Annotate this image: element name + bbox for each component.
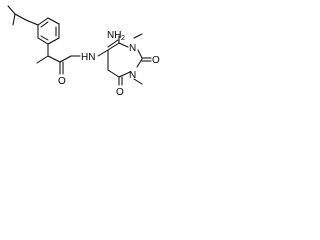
bond [40,35,49,41]
propanamide-chain [36,43,81,75]
bond [107,69,120,78]
pyrimidine-ring [97,33,152,86]
bond [12,13,16,26]
bond [36,55,49,64]
carbonyl-o-ring-bottom-label: O [116,87,124,98]
carbonyl-o-amide-label: O [58,76,66,87]
bond [137,49,143,59]
carbonyl-o-ring-right-label: O [152,55,160,66]
benzene-ring [37,17,60,45]
isobutyl-group [7,5,39,26]
bond [7,5,16,15]
atom-labels: NH 2 HN N N O O O [58,30,160,98]
amine-subscript: 2 [121,35,125,42]
bond [107,42,120,51]
bond [133,33,143,39]
bond [136,58,143,68]
chemical-structure-diagram: NH 2 HN N N O O O [0,0,184,110]
bond [47,37,60,45]
amide-nh-label: HN [81,52,95,63]
bond [25,19,39,26]
bond [118,42,129,48]
amine-label: NH [107,30,121,41]
bond [40,21,49,28]
bond [59,55,72,63]
bond [133,78,143,85]
bond [97,49,109,57]
bond [47,17,60,25]
ring-n-top-label: N [129,43,136,54]
bond [14,13,27,21]
molecule-drawing: NH 2 HN N N O O O [7,5,160,98]
bond [47,55,61,63]
bond [118,71,131,78]
bond [107,39,119,48]
bond [37,37,49,45]
ring-n-bottom-label: N [129,70,136,81]
bond [37,17,49,26]
